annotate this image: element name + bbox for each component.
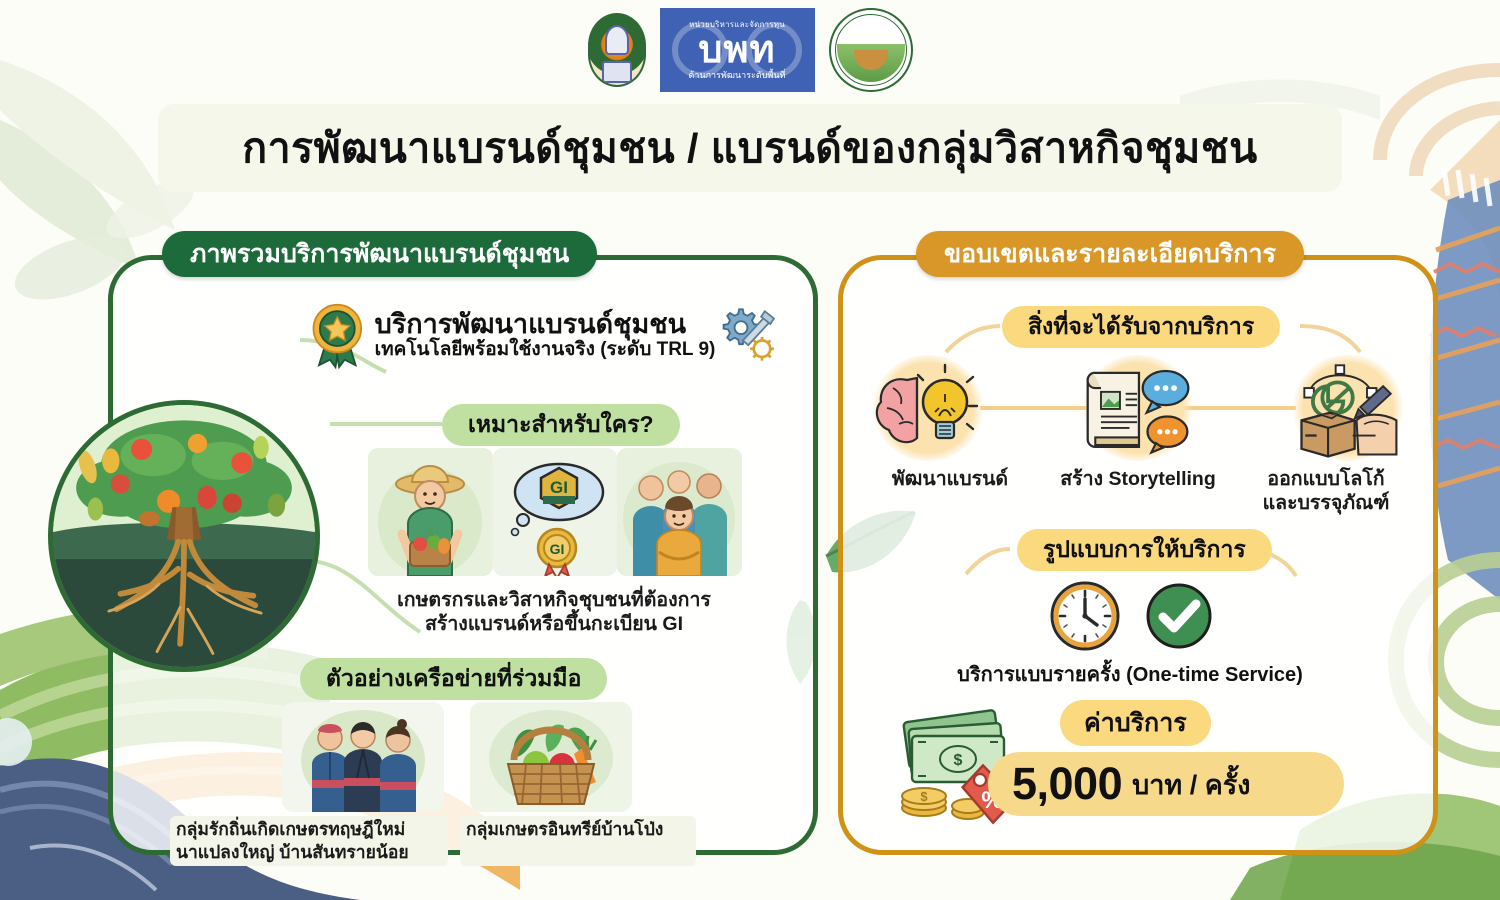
network-pill: ตัวอย่างเครือข่ายที่ร่วมมือ	[300, 658, 608, 700]
deliverables-pill: สิ่งที่จะได้รับจากบริการ	[1002, 306, 1281, 348]
network-caption-1: กลุ่มรักถิ่นเกิดเกษตรทฤษฎีใหม่ นาแปลงใหญ…	[170, 816, 448, 866]
vegetable-basket-illustration	[470, 702, 632, 812]
bpt-logo-mark: บพท	[698, 28, 776, 71]
who-caption-line2: สร้างแบรนด์หรือขึ้นกะเบียน GI	[424, 613, 684, 636]
deliverable-label-3: ออกแบบโลโก้ และบรรจุภัณฑ์	[1238, 468, 1414, 516]
deliverable-label-2: สร้าง Storytelling	[1050, 468, 1226, 516]
deliverables-labels: พัฒนาแบรนด์ สร้าง Storytelling ออกแบบโลโ…	[862, 468, 1414, 516]
service-title-block: บริการพัฒนาแบรนด์ชุมชน เทคโนโลยีพร้อมใช้…	[308, 300, 778, 370]
who-pill: เหมาะสำหรับใคร?	[442, 404, 680, 446]
who-caption-line1: เกษตรกรและวิสาหกิจชุบชนที่ต้องการ	[397, 589, 711, 611]
page-title: การพัฒนาแบรนด์ชุมชน / แบรนด์ของกลุ่มวิสา…	[242, 124, 1258, 171]
service-mode-caption: บริการแบบรายครั้ง (One-time Service)	[957, 664, 1303, 686]
deliverables-icon-row	[872, 352, 1404, 464]
price-block: ค่าบริการ 5,000 บาท / ครั้ง	[988, 700, 1344, 816]
brain-lightbulb-icon	[872, 355, 984, 461]
price-unit: บาท / ครั้ง	[1132, 769, 1251, 800]
gears-wrench-icon	[723, 308, 776, 361]
page-title-banner: การพัฒนาแบรนด์ชุมชน / แบรนด์ของกลุ่มวิสา…	[158, 104, 1342, 192]
service-mode-icons	[1036, 578, 1226, 654]
service-subtitle: เทคโนโลยีพร้อมใช้งานจริง (ระดับ TRL 9)	[374, 339, 716, 361]
right-panel-header: ขอบเขตและรายละเอียดบริการ	[916, 231, 1304, 277]
award-medal-icon	[312, 303, 363, 370]
price-bar: 5,000 บาท / ครั้ง	[988, 752, 1344, 816]
price-amount: 5,000	[1012, 758, 1123, 809]
bpt-logo: หน่วยบริหารและจัดการทุน บพท ด้านการพัฒนา…	[659, 8, 815, 92]
package-pen-design-icon	[1292, 355, 1404, 461]
service-name: บริการพัฒนาแบรนด์ชุมชน	[374, 309, 687, 340]
deliverable-label-1-line1: พัฒนาแบรนด์	[891, 468, 1009, 490]
fruit-tree-illustration	[48, 400, 320, 672]
community-group-illustration	[617, 448, 743, 576]
network-caption-1-line1: กลุ่มรักถิ่นเกิดเกษตรทฤษฎีใหม่	[176, 819, 406, 839]
who-images-row: GI GI	[368, 448, 743, 576]
seal-ring	[834, 14, 907, 86]
network-images-row	[282, 702, 632, 812]
svg-text:GI: GI	[550, 478, 568, 497]
deliverable-label-3-line2: และบรรจุภัณฑ์	[1262, 491, 1390, 514]
deliverable-label-1: พัฒนาแบรนด์	[862, 468, 1038, 516]
deliverable-label-2-line1: สร้าง Storytelling	[1060, 468, 1216, 490]
agri-institute-seal-logo	[828, 8, 913, 92]
check-circle-icon	[1146, 583, 1212, 649]
network-captions: กลุ่มรักถิ่นเกิดเกษตรทฤษฎีใหม่ นาแปลงใหญ…	[170, 816, 710, 866]
university-seal-logo	[587, 13, 646, 87]
network-caption-1-line2: นาแปลงใหญ่ บ้านสันทรายน้อย	[176, 841, 409, 862]
farmer-illustration	[368, 448, 493, 576]
village-group-illustration	[282, 702, 444, 812]
price-label: ค่าบริการ	[1060, 700, 1211, 746]
service-mode-pill: รูปแบบการให้บริการ	[1017, 529, 1272, 571]
clock-icon	[1050, 581, 1120, 651]
deliverable-label-3-line1: ออกแบบโลโก้	[1267, 468, 1385, 490]
logo-row: หน่วยบริหารและจัดการทุน บพท ด้านการพัฒนา…	[0, 8, 1500, 92]
service-title-texts: บริการพัฒนาแบรนด์ชุมชน เทคโนโลยีพร้อมใช้…	[375, 309, 716, 361]
svg-text:$: $	[920, 789, 928, 804]
who-caption: เกษตรกรและวิสาหกิจชุบชนที่ต้องการ สร้างแ…	[358, 588, 750, 637]
scroll-speech-bubble-icon	[1082, 355, 1194, 461]
network-caption-2-line1: กลุ่มเกษตรอินทรีย์บ้านโป่ง	[466, 819, 664, 839]
gi-badge-illustration: GI GI	[492, 448, 618, 576]
svg-text:GI: GI	[549, 541, 564, 557]
network-caption-2: กลุ่มเกษตรอินทรีย์บ้านโป่ง	[460, 816, 696, 866]
left-panel-header: ภาพรวมบริการพัฒนาแบรนด์ชุมชน	[162, 231, 598, 277]
svg-text:$: $	[954, 752, 963, 769]
